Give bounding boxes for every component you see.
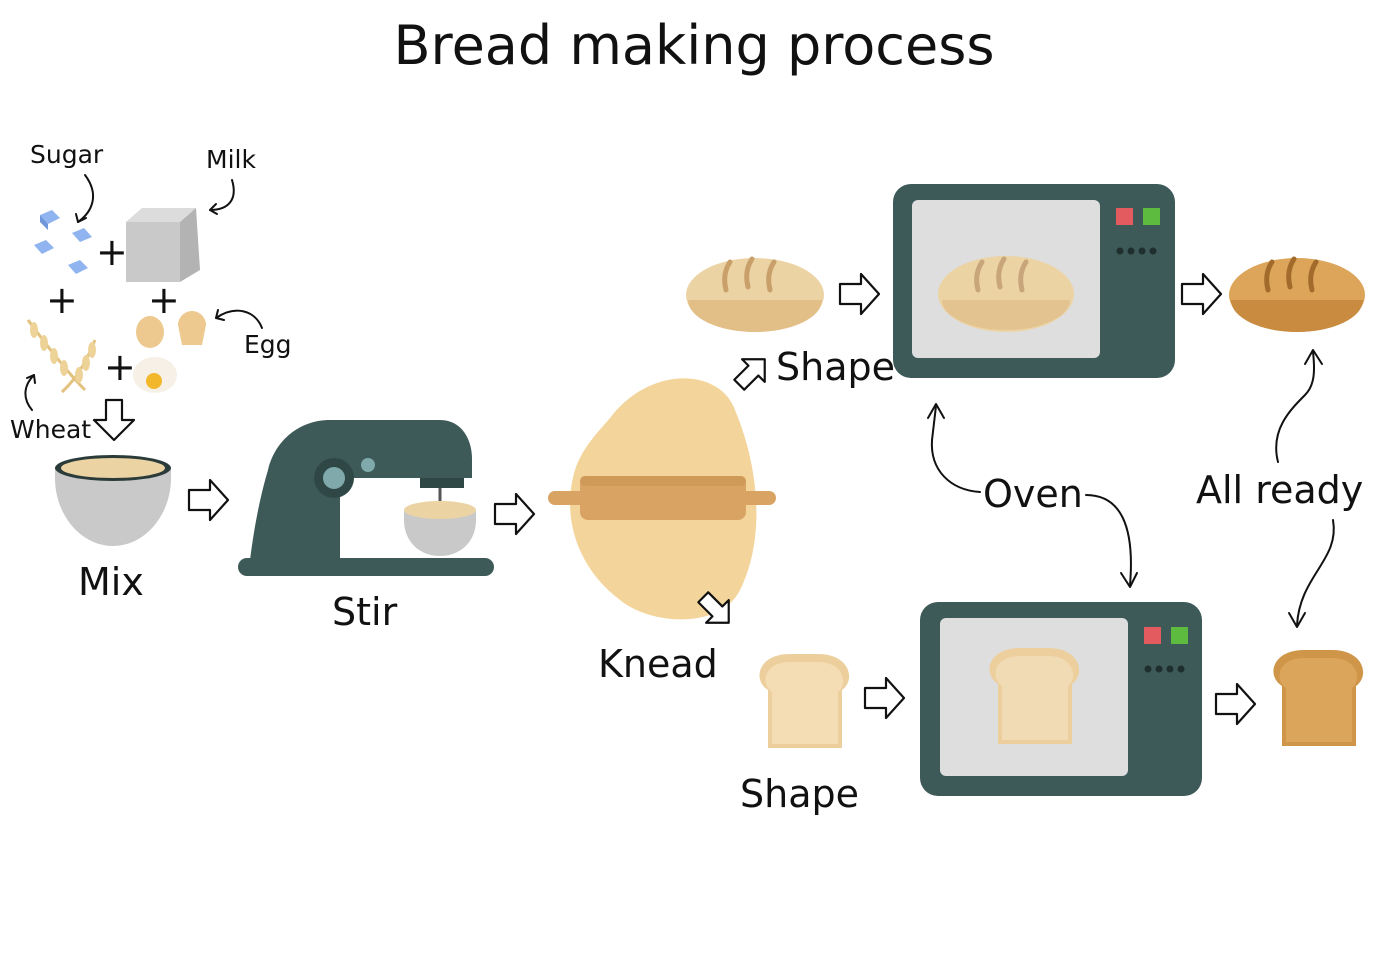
arrow-right-icon [1180,272,1223,316]
arrow-right-icon [863,676,906,720]
page-title: Bread making process [393,14,995,77]
oven-pointer-curves [927,403,1138,588]
arrow-right-icon [493,492,536,536]
step-knead-label: Knead [598,642,718,686]
milk-carton-icon [126,208,200,282]
plus-sign: + [96,230,128,274]
dough-with-rolling-pin-icon [548,378,776,620]
mixing-bowl-icon [55,455,171,546]
arrow-down-icon [92,398,136,442]
milk-label: Milk [206,145,256,174]
plus-sign: + [148,278,180,322]
step-oven-label: Oven [983,472,1083,516]
baked-toast-icon [1273,650,1364,746]
plus-sign: + [46,278,78,322]
wheat-icon [26,319,97,394]
step-shape-bottom-label: Shape [740,772,859,816]
arrow-down-right-icon [697,591,730,624]
arrow-up-right-icon [733,358,766,391]
step-stir-label: Stir [332,590,398,634]
step-shape-top-label: Shape [776,345,895,389]
wheat-label: Wheat [10,415,92,444]
oven-top-icon [893,184,1175,378]
sugar-cubes-icon [34,210,92,274]
arrow-right-icon [838,272,881,316]
egg-label: Egg [244,330,292,359]
stand-mixer-icon [238,420,494,576]
raw-toast-icon [759,654,850,748]
step-all-ready-label: All ready [1196,468,1364,512]
ingredient-pointer-curves [24,174,263,411]
raw-loaf-icon [686,256,824,332]
baked-loaf-icon [1229,256,1365,332]
arrow-right-icon [187,478,230,522]
step-mix-label: Mix [78,560,144,604]
arrow-right-icon [1214,682,1257,726]
plus-sign: + [104,345,136,389]
egg-icon [133,311,206,393]
all-ready-pointer-curves [1275,349,1335,628]
sugar-label: Sugar [30,140,104,169]
oven-bottom-icon [920,602,1202,796]
